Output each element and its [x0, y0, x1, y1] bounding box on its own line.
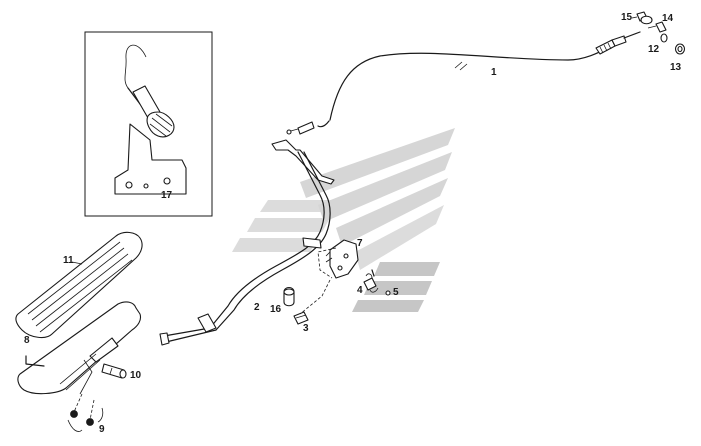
throttle-cable — [286, 31, 641, 135]
callout-7: 7 — [357, 238, 363, 249]
accelerator-lever — [159, 139, 335, 346]
callout-10: 10 — [130, 370, 142, 381]
callout-14: 14 — [662, 13, 674, 24]
pedal-base — [17, 301, 142, 395]
callout-1: 1 — [491, 67, 497, 78]
bracket-assembly — [299, 239, 391, 315]
callout-9: 9 — [99, 424, 105, 435]
callout-12: 12 — [648, 44, 660, 55]
callout-16: 16 — [270, 304, 282, 315]
cable-end-fittings — [631, 11, 686, 55]
callout-2: 2 — [254, 302, 260, 313]
inset-frame-part-17 — [84, 31, 213, 217]
leader-11 — [71, 261, 83, 265]
fasteners — [67, 393, 104, 432]
callout-11: 11 — [63, 255, 74, 266]
callout-17: 17 — [161, 190, 173, 201]
callout-13: 13 — [670, 62, 682, 73]
pivot-pin — [101, 363, 127, 379]
callout-4: 4 — [357, 285, 363, 296]
pedal-pad — [15, 231, 143, 339]
callout-15: 15 — [621, 12, 633, 23]
watermark-logo — [232, 128, 455, 312]
callout-3: 3 — [303, 323, 309, 334]
bushing-and-nut — [283, 286, 309, 325]
callout-8: 8 — [24, 335, 30, 346]
callout-5: 5 — [393, 287, 399, 298]
